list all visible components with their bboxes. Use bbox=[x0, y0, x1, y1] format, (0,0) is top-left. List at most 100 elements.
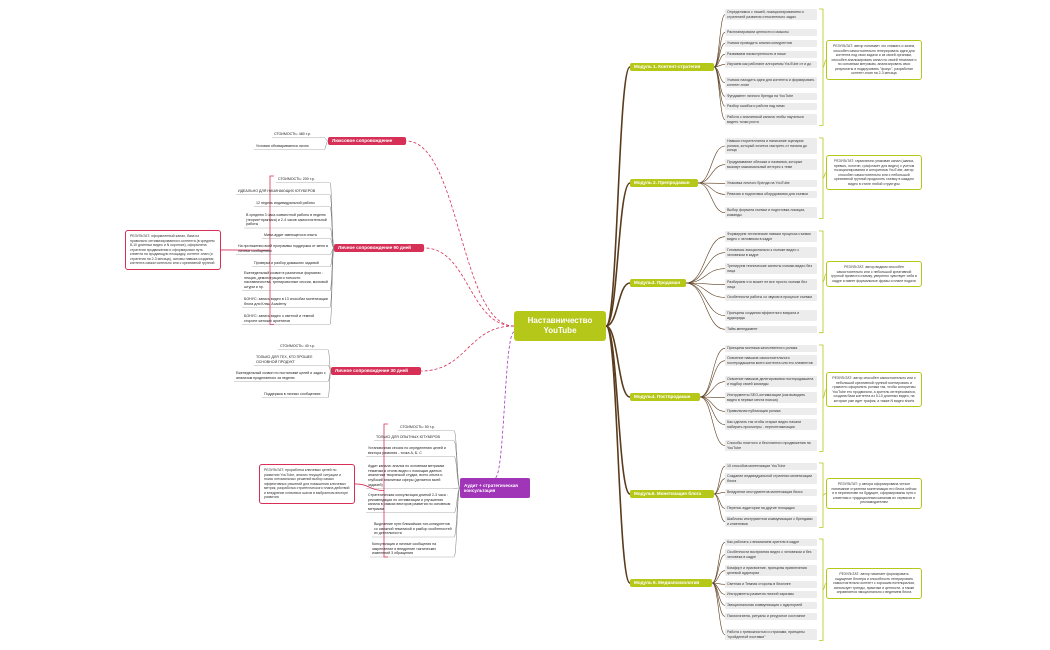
link-module-2-item-4 bbox=[697, 182, 726, 195]
module-1-item-9[interactable]: Работа с аналитикой канала чтобы научить… bbox=[725, 114, 817, 126]
bracket-module-3 bbox=[819, 230, 824, 334]
link-central-module-2 bbox=[605, 182, 631, 327]
module-1-item-2[interactable]: Распланировали ценности и смыслы bbox=[725, 29, 817, 36]
link-module-5-item-3 bbox=[713, 492, 726, 495]
module-6-item-1[interactable]: Как работать с вниманием зрителя в кадре bbox=[725, 539, 817, 546]
module-4-item-5[interactable]: Правильная публикация ролика bbox=[725, 408, 817, 415]
link-module-6-item-1 bbox=[711, 542, 726, 584]
link-package-90-item-10 bbox=[329, 247, 335, 325]
module-1-item-4[interactable]: Развиваем насмотренность в нише bbox=[725, 51, 817, 58]
link-module-2-item-1 bbox=[697, 145, 726, 184]
module-2-item-3[interactable]: Упаковка личного бренда на YouTube bbox=[725, 180, 817, 187]
module-6-item-7[interactable]: Психогигиена, ритуалы и ресурсное состоя… bbox=[725, 613, 817, 620]
module-5-item-2[interactable]: Создание индивидуальной стратегии монети… bbox=[725, 473, 817, 485]
link-package-90-item-9 bbox=[329, 247, 335, 308]
link-module-4-item-3 bbox=[699, 381, 726, 398]
package-30-item-4: Поддержка в личных сообщениях bbox=[264, 392, 321, 396]
module-1-item-6[interactable]: Учимся находить идеи для контента и форм… bbox=[725, 77, 817, 89]
module-4-item-1[interactable]: Принципы монтажа качественного ролика bbox=[725, 345, 817, 352]
package-lux-item-2: Условия обговариваются лично bbox=[256, 144, 309, 148]
package-90-item-10: БОНУС: запись видео о светлой и темной с… bbox=[244, 314, 315, 323]
module-2-item-1[interactable]: Навыки сторителлинга и написание сценари… bbox=[725, 138, 817, 155]
module-5-item-5[interactable]: Шаблоны инструментов коммуникации с брен… bbox=[725, 516, 817, 528]
package-90-branch[interactable]: Личное сопровождение 90 дней bbox=[334, 244, 424, 252]
module-3-result[interactable]: РЕЗУЛЬТАТ: автор видимо способен самосто… bbox=[826, 261, 922, 288]
package-90-item-2: ИДЕАЛЬНО ДЛЯ НАЧИНАЮЩИХ ЮТУБЕРОВ bbox=[238, 189, 316, 193]
module-6-branch[interactable]: Модуль 6. Медиапсихология bbox=[630, 579, 712, 587]
module-5-branch[interactable]: Модуль5. Монетизация блога bbox=[630, 490, 714, 498]
package-audit-item-2: ТОЛЬКО ДЛЯ ОПЫТНЫХ ЮТУБЕРОВ bbox=[376, 435, 440, 439]
bracket-module-6 bbox=[819, 538, 824, 641]
link-module-6-item-3 bbox=[711, 570, 726, 584]
module-6-item-8[interactable]: Работа с тревожностью и страхами, принци… bbox=[725, 629, 817, 641]
module-3-item-4[interactable]: Разбираем что может не все просто съемки… bbox=[725, 279, 817, 291]
module-6-item-6[interactable]: Эмоциональная коммуникация с аудиторией bbox=[725, 602, 817, 609]
module-5-result[interactable]: РЕЗУЛЬТАТ: у автора сформирована четкое … bbox=[826, 478, 922, 509]
link-module-1-item-1 bbox=[713, 14, 726, 68]
link-package-90-item-8 bbox=[329, 247, 335, 291]
module-3-item-7[interactable]: Тайм-менеджмент bbox=[725, 326, 817, 333]
module-3-item-6[interactable]: Принципы создания эффектного визуала и а… bbox=[725, 310, 817, 322]
module-4-item-7[interactable]: Способы платного и бесплатного продвижен… bbox=[725, 440, 817, 452]
module-2-item-5[interactable]: Выбор формата съемки и подготовка локаци… bbox=[725, 207, 817, 219]
package-30-item-3: Еженедельный созвон по постановке целей … bbox=[236, 371, 326, 380]
package-90-result[interactable]: РЕЗУЛЬТАТ: оформленный канал, база из пр… bbox=[125, 230, 221, 270]
package-90-item-4: В среднем 3 часа совместной работы в нед… bbox=[246, 213, 327, 227]
link-module-1-item-6 bbox=[713, 66, 726, 83]
module-2-item-2[interactable]: Продумывание обложки и названия, которые… bbox=[725, 159, 817, 171]
link-module-1-item-8 bbox=[713, 66, 726, 107]
package-audit-result[interactable]: РЕЗУЛЬТАТ: проработка ключевых целей по … bbox=[259, 464, 355, 504]
module-3-item-1[interactable]: Формируем технические навыки процесса съ… bbox=[725, 231, 817, 243]
link-module-4-item-2 bbox=[699, 360, 726, 398]
link-module-1-item-5 bbox=[713, 64, 726, 68]
module-3-branch[interactable]: Модуль3. Продакшн bbox=[630, 279, 686, 287]
package-audit-item-1: СТОИМОСТЬ: 50 т.р. bbox=[400, 425, 435, 429]
bracket-package-audit bbox=[383, 423, 388, 558]
package-audit-branch[interactable]: Аудит + стратегическая консультация bbox=[460, 478, 530, 498]
module-2-result[interactable]: РЕЗУЛЬТАТ: гармонично упакован канал (ша… bbox=[826, 155, 922, 191]
module-1-item-8[interactable]: Разбор ошибок и работа над ними bbox=[725, 103, 817, 110]
link-package-90-item-1 bbox=[329, 182, 335, 249]
link-module-6-item-4 bbox=[711, 582, 726, 585]
module-1-item-1[interactable]: Определимся с нишей, позиционированием и… bbox=[725, 9, 817, 21]
module-1-result[interactable]: РЕЗУЛЬТАТ: автор понимает что снимать и … bbox=[826, 40, 922, 80]
module-1-branch[interactable]: Модуль 1. Контент-стратегия bbox=[630, 63, 714, 71]
module-4-item-4[interactable]: Инструменты SEO-оптимизации (как выводит… bbox=[725, 392, 817, 404]
module-6-item-2[interactable]: Особенности восприятия видео с человеком… bbox=[725, 549, 817, 561]
module-4-item-3[interactable]: Освоение навыков делегирования постпрода… bbox=[725, 376, 817, 388]
module-4-branch[interactable]: Модуль4. Постпродакшн bbox=[630, 393, 700, 401]
module-5-item-4[interactable]: Перенос аудитории на другие площадки bbox=[725, 505, 817, 512]
package-90-item-8: Еженедельный созвон в различных форматах… bbox=[244, 271, 328, 290]
package-90-item-6: На протяжении всей программы поддержка о… bbox=[238, 244, 328, 253]
bracket-module-4 bbox=[819, 344, 824, 452]
package-30-branch[interactable]: Личное сопровождение 30 дней bbox=[331, 367, 421, 375]
link-module-3-item-7 bbox=[685, 282, 726, 330]
link-central-package-lux-branch bbox=[405, 140, 515, 327]
central-topic[interactable]: Наставничество YouTube bbox=[514, 311, 606, 341]
link-module-3-item-5 bbox=[685, 282, 726, 298]
module-6-item-4[interactable]: Светлая и Темная стороны в блогинге bbox=[725, 581, 817, 588]
module-3-item-3[interactable]: Тренируем технические аспекты съемки вид… bbox=[725, 263, 817, 275]
module-3-item-5[interactable]: Особенности работы со звуком в процессе … bbox=[725, 294, 817, 301]
module-1-item-3[interactable]: Учимся проводить анализ конкурентов bbox=[725, 40, 817, 47]
link-module-4-item-5 bbox=[699, 396, 726, 412]
module-2-item-4[interactable]: Ревизия и подготовка оборудования для съ… bbox=[725, 191, 817, 198]
package-lux-branch[interactable]: Люксовое сопровождение bbox=[328, 137, 406, 145]
module-1-item-5[interactable]: Изучаем как работают алгоритмы YouTube о… bbox=[725, 61, 817, 68]
module-1-item-7[interactable]: Фундамент личного бренда на YouTube bbox=[725, 93, 817, 100]
module-6-item-3[interactable]: Комфорт и присвоение, принципы привлечен… bbox=[725, 565, 817, 577]
module-5-item-3[interactable]: Внедрение инструментов монетизации блога bbox=[725, 489, 817, 496]
link-central-module-5 bbox=[605, 325, 631, 495]
module-5-item-1[interactable]: 10 способов монетизации YouTube bbox=[725, 463, 817, 470]
module-4-item-2[interactable]: Освоение навыков самостоятельного постпр… bbox=[725, 355, 817, 367]
module-6-item-5[interactable]: Инструменты развития личной харизмы bbox=[725, 591, 817, 598]
module-6-result[interactable]: РЕЗУЛЬТАТ: автор начинает формировать ощ… bbox=[826, 568, 922, 599]
module-2-branch[interactable]: Модуль 2. Препродакшн bbox=[630, 179, 698, 187]
link-module-2-item-2 bbox=[697, 164, 726, 184]
link-module-3-item-3 bbox=[685, 268, 726, 284]
module-4-result[interactable]: РЕЗУЛЬТАТ: автор способен самостоятельно… bbox=[826, 372, 922, 408]
package-90-item-9: БОНУС: запись видео в 13 способах монети… bbox=[244, 297, 328, 306]
package-90-item-7: Проверка и разбор домашних заданий bbox=[254, 261, 319, 265]
module-4-item-6[interactable]: Как сделать так чтобы старые видео начал… bbox=[725, 419, 817, 431]
module-3-item-2[interactable]: Готовимся эмоционально к съемке видео с … bbox=[725, 247, 817, 259]
